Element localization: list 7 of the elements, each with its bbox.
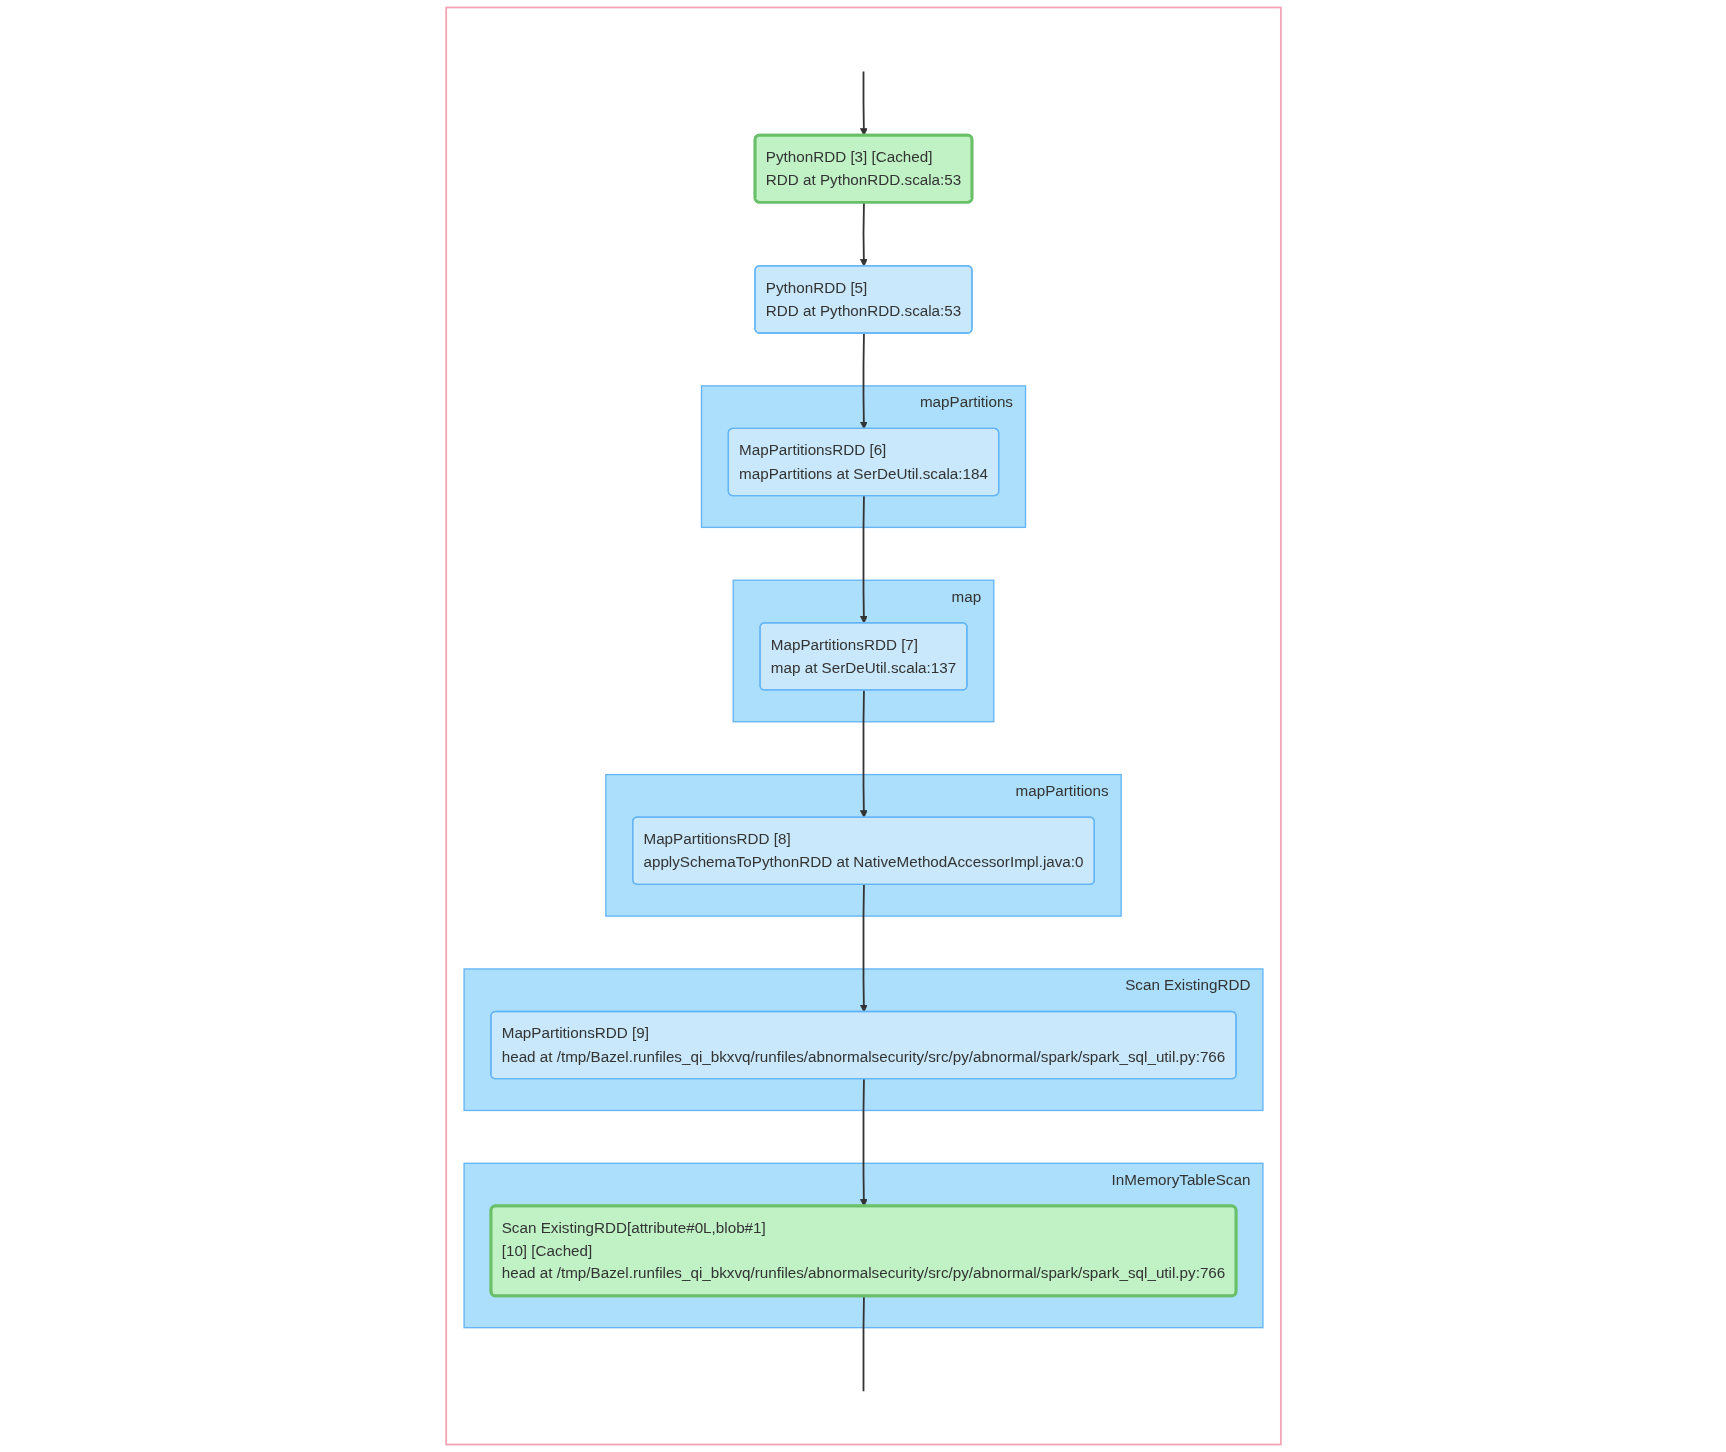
arrow [859,689,868,818]
arrow [859,332,868,430]
arrow [859,495,868,624]
arrow [859,883,868,1013]
cluster [444,6,1282,1446]
connector [862,1295,865,1393]
arrow [859,70,868,136]
